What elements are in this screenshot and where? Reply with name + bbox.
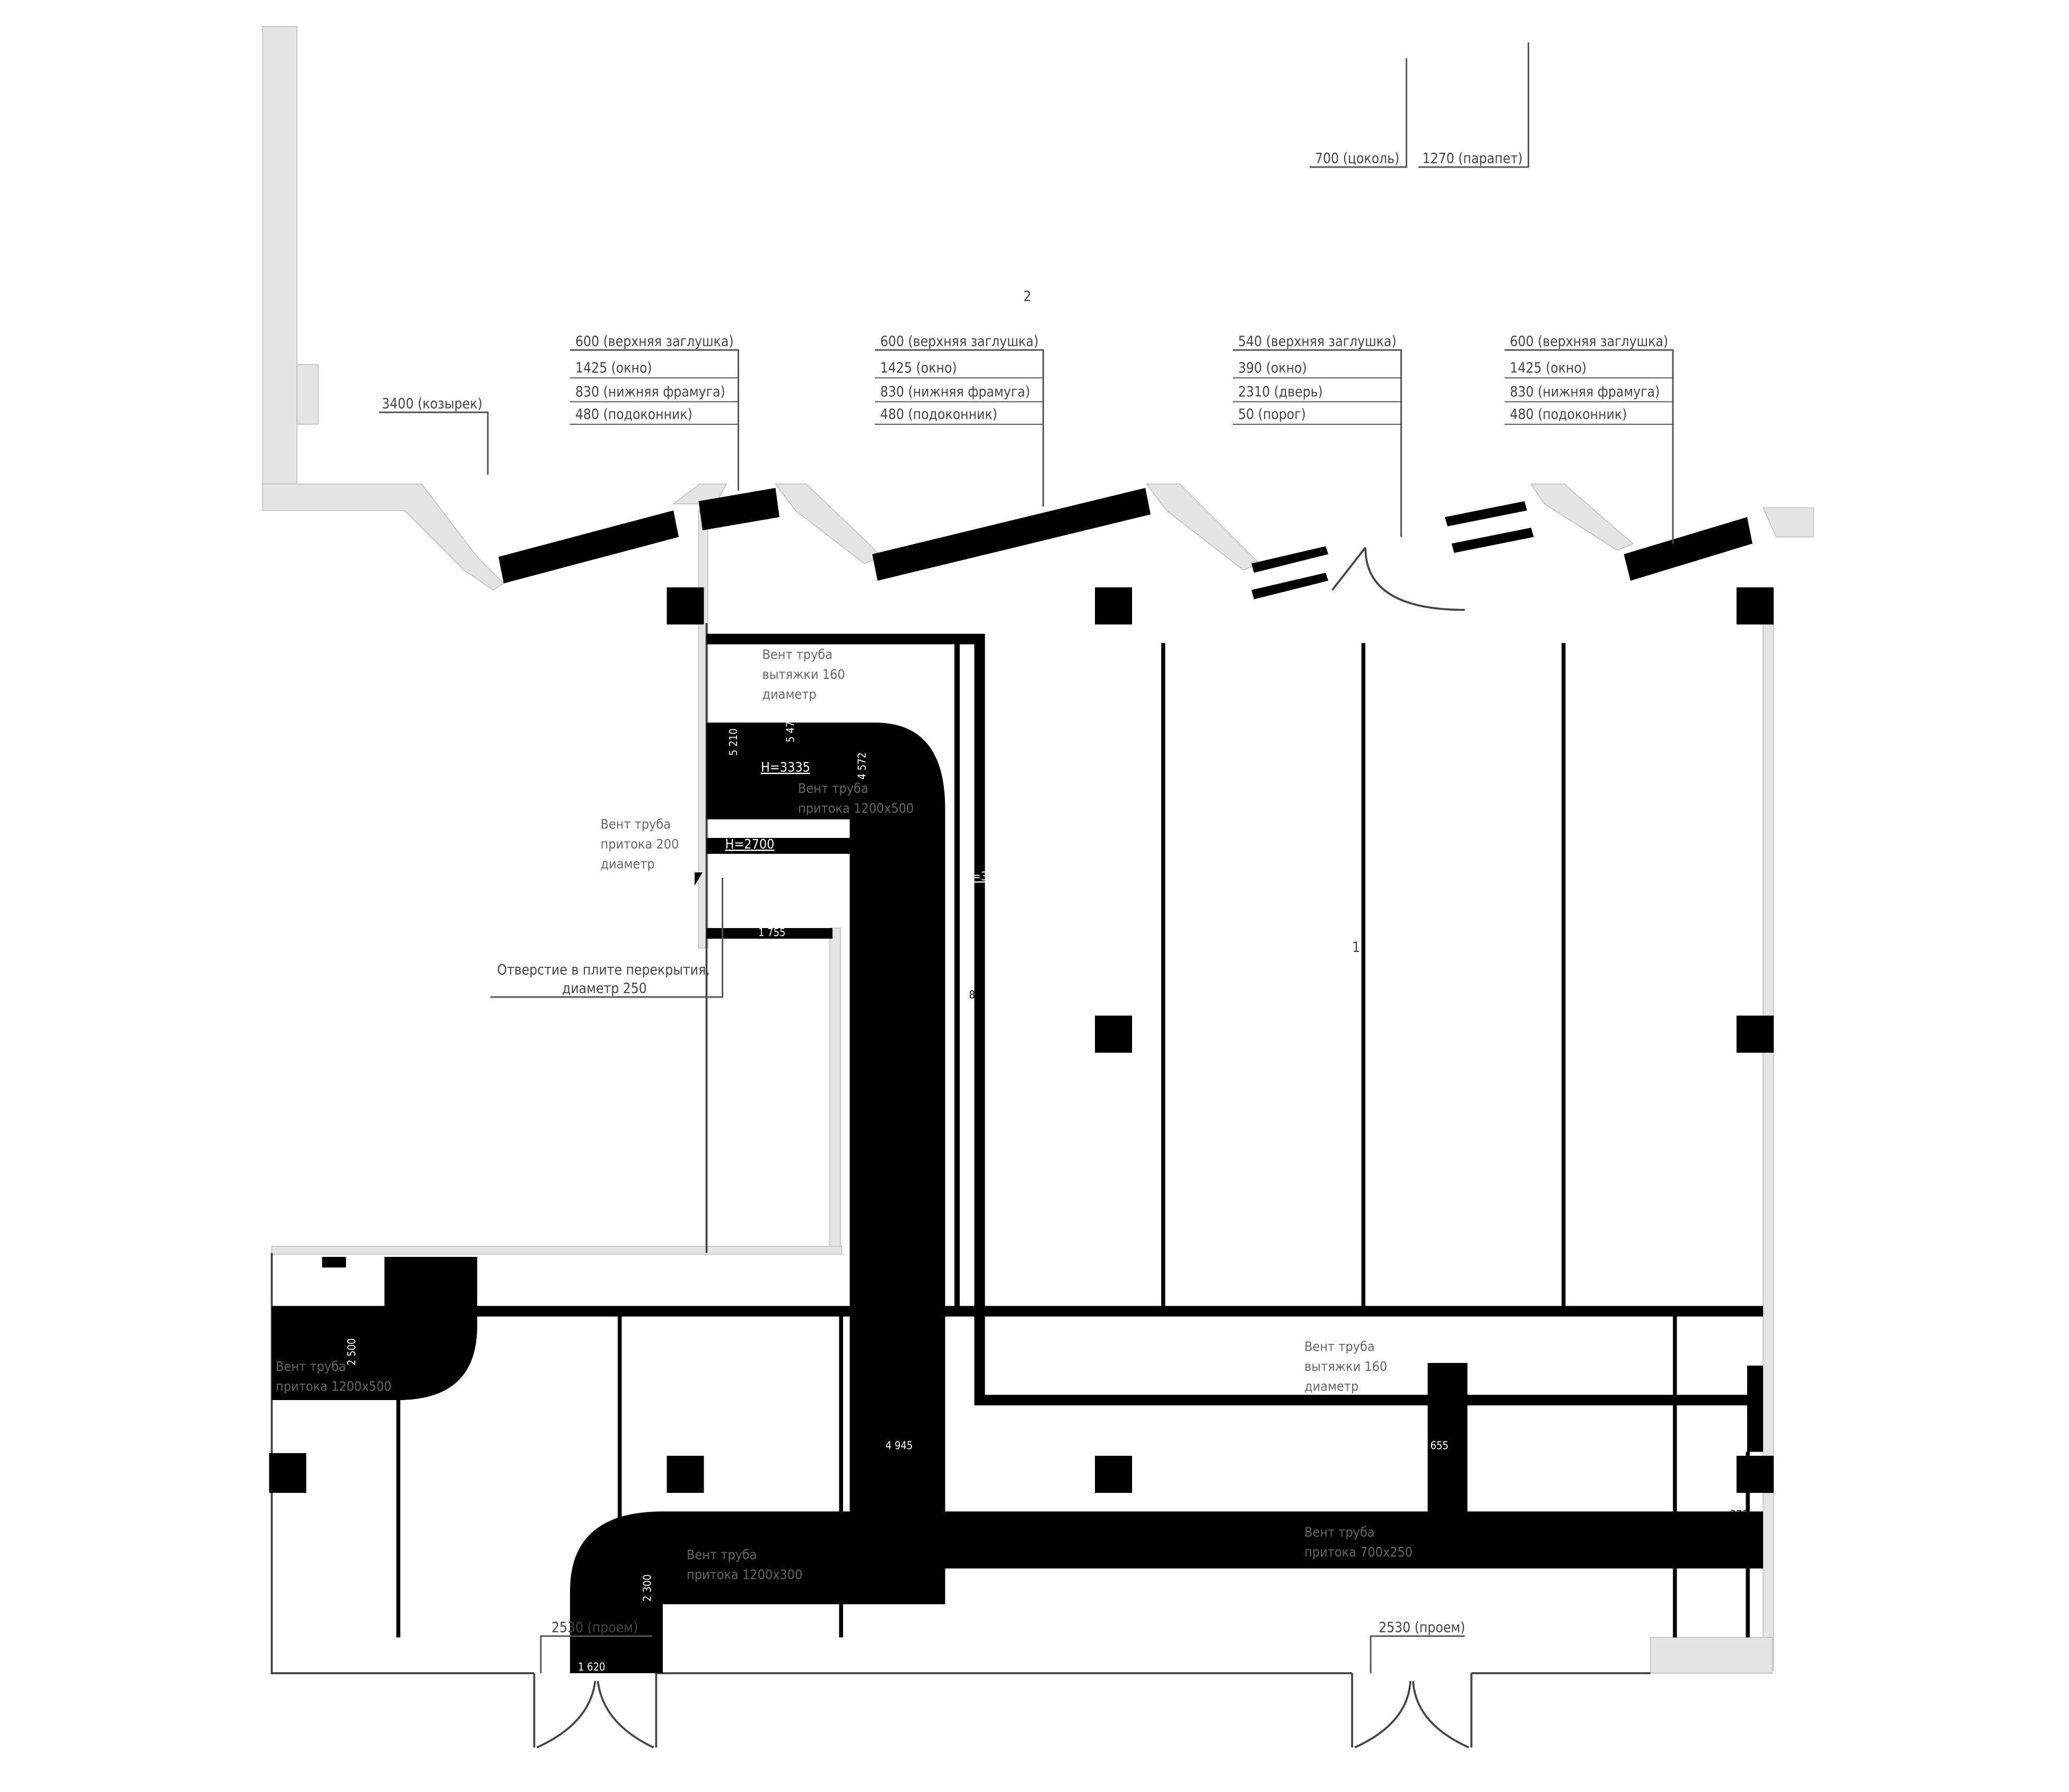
dim-5475: 5 475 <box>784 715 797 742</box>
supply-700x250-label-2: притока 700x250 <box>1304 1544 1413 1560</box>
supply-1200x300-label-2: притока 1200x300 <box>687 1567 802 1583</box>
window-2-line-3: 830 (нижняя фрамуга) <box>880 384 1030 400</box>
window-2-line-1: 600 (верхняя заглушка) <box>880 334 1039 350</box>
exhaust-top-label-2: вытяжки 160 <box>762 667 845 682</box>
opening-left: 2530 (проем) <box>551 1620 638 1636</box>
exhaust-right-label-2: вытяжки 160 <box>1304 1359 1387 1374</box>
height-332: H=332 <box>964 870 1002 884</box>
opening-right: 2530 (проем) <box>1379 1620 1465 1636</box>
dim-4945: 4 945 <box>886 1439 913 1452</box>
window-4-line-1: 600 (верхняя заглушка) <box>1510 334 1669 350</box>
window-4-line-2: 1425 (окно) <box>1510 361 1587 377</box>
dim-655: 655 <box>1431 1439 1449 1452</box>
slab-hole-label-2: диаметр 250 <box>562 981 647 997</box>
door-line-1: 540 (верхняя заглушка) <box>1238 334 1397 350</box>
window-2-line-4: 480 (подоконник) <box>880 407 997 423</box>
walls <box>262 26 1814 1674</box>
window-2-line-2: 1425 (окно) <box>880 361 957 377</box>
window-1-line-3: 830 (нижняя фрамуга) <box>575 384 725 400</box>
exhaust-top-label-3: диаметр <box>762 687 817 702</box>
dim-1620: 1 620 <box>578 1660 606 1673</box>
leader-lines <box>379 42 1674 1673</box>
supply-200-label-2: притока 200 <box>601 836 679 852</box>
supply-1200x500-left-label-2: притока 1200x500 <box>276 1379 391 1394</box>
door-line-2: 390 (окно) <box>1238 361 1307 377</box>
columns <box>269 587 1774 1493</box>
exhaust-top-label-1: Вент труба <box>762 647 833 662</box>
window-1-line-1: 600 (верхняя заглушка) <box>575 334 734 350</box>
dim-5210: 5 210 <box>727 729 740 756</box>
supply-200-label-3: диаметр <box>601 856 655 872</box>
supply-1200x300-label-1: Вент труба <box>687 1547 757 1562</box>
labels: 2 1 700 (цоколь) 1270 (парапет) 3400 (ко… <box>276 151 1748 1673</box>
room-outline <box>270 623 1651 1749</box>
dim-2500: 2 500 <box>345 1339 358 1366</box>
dim-370: 370 <box>1730 1508 1748 1521</box>
height-2700: H=2700 <box>725 836 775 852</box>
door-line-3: 2310 (дверь) <box>1238 384 1323 400</box>
canopy-mark: 3400 (козырек) <box>382 396 483 412</box>
window-1-line-4: 480 (подоконник) <box>575 407 692 423</box>
exhaust-right-label-1: Вент труба <box>1304 1339 1375 1354</box>
room-number-1: 1 <box>1352 940 1360 956</box>
supply-1200x500-left-label-1: Вент труба <box>276 1359 346 1374</box>
slab-hole-label-1: Отверстие в плите перекрытия, <box>497 963 710 978</box>
supply-200-label-1: Вент труба <box>601 817 671 832</box>
window-1-line-2: 1425 (окно) <box>575 361 652 377</box>
dim-4572: 4 572 <box>856 753 869 780</box>
window-4-line-4: 480 (подоконник) <box>1510 407 1627 423</box>
exhaust-right-label-3: диаметр <box>1304 1379 1358 1394</box>
dim-355: 355 <box>1717 1550 1730 1568</box>
dim-80: 80 <box>969 989 981 1001</box>
supply-1200x500-top-label-2: притока 1200x500 <box>798 801 914 816</box>
plinth-mark: 700 (цоколь) <box>1315 151 1399 167</box>
ducts <box>271 634 1763 1673</box>
door-line-4: 50 (порог) <box>1238 407 1306 423</box>
height-3335: H=3335 <box>761 759 810 775</box>
window-4-line-3: 830 (нижняя фрамуга) <box>1510 384 1660 400</box>
supply-1200x500-top-label-1: Вент труба <box>798 781 869 796</box>
supply-700x250-label-1: Вент труба <box>1304 1525 1375 1540</box>
dim-1755: 1 755 <box>758 926 785 939</box>
windows <box>498 488 1752 611</box>
dim-3945: 3 945 <box>853 1087 866 1114</box>
parapet-mark: 1270 (парапет) <box>1423 151 1523 167</box>
room-number-2: 2 <box>1023 289 1031 305</box>
dim-2300: 2 300 <box>641 1575 654 1602</box>
